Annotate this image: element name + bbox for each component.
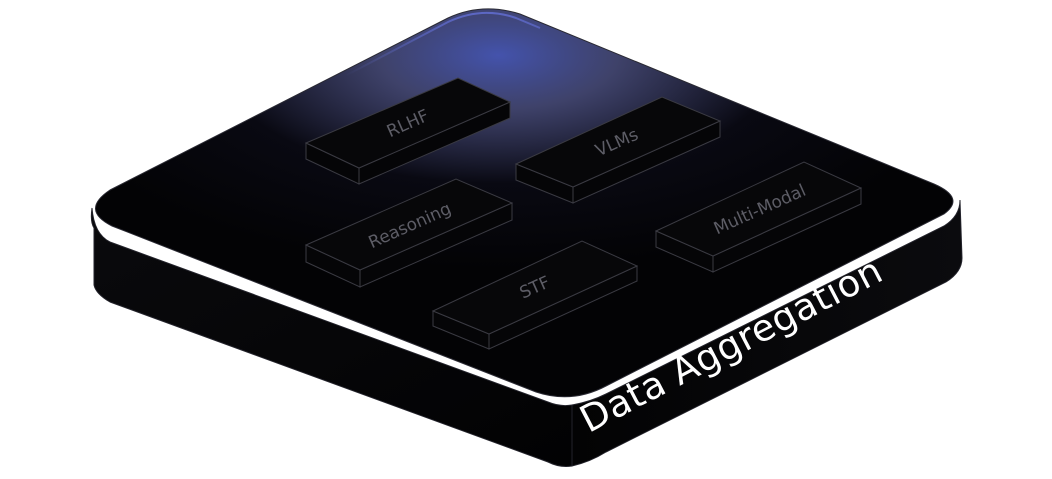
- module-block-top: [654, 161, 863, 257]
- platform: [90, 8, 963, 467]
- platform-left-side: [90, 207, 573, 467]
- module-block-top: [431, 240, 639, 335]
- platform-right-side: [571, 199, 963, 467]
- platform-top: [95, 8, 954, 398]
- module-block-stf: STF: [431, 240, 639, 350]
- module-block-reasoning: Reasoning: [304, 178, 514, 288]
- module-block-multi-modal: Multi-Modal: [654, 161, 863, 273]
- module-block-rlhf: RLHF: [304, 77, 512, 185]
- module-block-vlms: VLMs: [514, 96, 722, 204]
- platform-rim-highlight: [344, 11, 541, 77]
- module-block-top: [514, 96, 722, 188]
- module-block-top: [304, 178, 514, 271]
- module-block-top: [304, 77, 512, 169]
